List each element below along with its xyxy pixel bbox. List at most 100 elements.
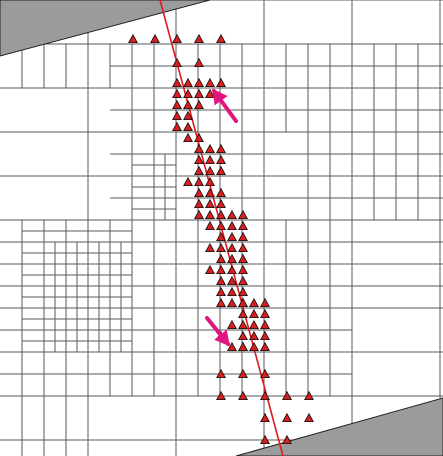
triangle-marker <box>194 209 204 220</box>
triangle-marker <box>238 209 248 220</box>
triangle-marker <box>205 187 215 198</box>
triangle-marker <box>172 88 182 99</box>
arrow-upper <box>212 88 238 123</box>
triangle-marker <box>227 231 237 242</box>
triangle-marker <box>238 319 248 330</box>
triangle-marker <box>304 390 314 401</box>
triangle-marker <box>227 286 237 297</box>
triangle-marker <box>205 209 215 220</box>
triangle-marker <box>172 99 182 110</box>
triangle-marker <box>194 198 204 209</box>
triangle-marker <box>194 143 204 154</box>
triangle-marker <box>238 242 248 253</box>
triangle-marker <box>205 77 215 88</box>
triangle-marker <box>216 368 226 379</box>
triangle-marker <box>216 253 226 264</box>
triangle-marker <box>216 198 226 209</box>
triangle-marker <box>260 368 270 379</box>
triangle-marker <box>249 297 259 308</box>
triangle-marker <box>172 33 182 44</box>
arrow-head <box>212 88 228 106</box>
triangle-marker <box>172 77 182 88</box>
triangle-marker <box>238 368 248 379</box>
triangle-marker <box>238 330 248 341</box>
triangle-marker <box>172 110 182 121</box>
triangle-marker <box>238 220 248 231</box>
triangle-marker <box>216 242 226 253</box>
triangle-marker <box>249 319 259 330</box>
triangle-marker <box>238 308 248 319</box>
triangle-marker <box>282 390 292 401</box>
triangle-marker <box>216 264 226 275</box>
triangle-marker <box>227 319 237 330</box>
triangle-marker <box>183 110 193 121</box>
triangle-marker <box>260 390 270 401</box>
triangle-marker <box>304 412 314 423</box>
triangle-marker <box>216 390 226 401</box>
triangle-marker <box>216 154 226 165</box>
triangle-marker <box>205 242 215 253</box>
triangle-marker <box>205 264 215 275</box>
triangle-marker <box>183 132 193 143</box>
triangle-marker <box>227 275 237 286</box>
triangle-marker <box>150 33 160 44</box>
triangle-marker <box>227 220 237 231</box>
triangle-markers <box>128 33 314 445</box>
triangle-marker <box>216 297 226 308</box>
triangle-marker <box>282 412 292 423</box>
triangle-marker <box>205 154 215 165</box>
triangle-marker <box>183 77 193 88</box>
triangle-marker <box>194 132 204 143</box>
triangle-marker <box>249 308 259 319</box>
triangle-marker <box>194 176 204 187</box>
triangle-marker <box>249 330 259 341</box>
triangle-marker <box>238 264 248 275</box>
triangle-marker <box>216 143 226 154</box>
triangle-marker <box>172 121 182 132</box>
triangle-marker <box>260 412 270 423</box>
triangle-marker <box>205 198 215 209</box>
triangle-marker <box>260 330 270 341</box>
triangle-marker <box>128 33 138 44</box>
triangle-marker <box>216 77 226 88</box>
triangle-marker <box>249 341 259 352</box>
triangle-marker <box>194 99 204 110</box>
triangle-marker <box>216 286 226 297</box>
triangle-marker <box>194 165 204 176</box>
triangle-marker <box>183 176 193 187</box>
triangle-marker <box>216 33 226 44</box>
triangle-marker <box>216 231 226 242</box>
triangle-marker <box>227 242 237 253</box>
triangle-marker <box>205 143 215 154</box>
triangle-marker <box>216 165 226 176</box>
triangle-marker <box>260 434 270 445</box>
triangle-marker <box>194 187 204 198</box>
triangle-marker <box>216 275 226 286</box>
arrow-head <box>214 329 230 347</box>
triangle-marker <box>227 209 237 220</box>
triangle-marker <box>260 297 270 308</box>
triangle-marker <box>260 319 270 330</box>
triangle-marker <box>227 341 237 352</box>
triangle-marker <box>216 209 226 220</box>
triangle-marker <box>205 220 215 231</box>
top-boundary-region <box>0 0 211 57</box>
triangle-marker <box>172 57 182 68</box>
triangle-marker <box>238 231 248 242</box>
triangle-marker <box>227 297 237 308</box>
triangle-marker <box>238 286 248 297</box>
triangle-marker <box>194 57 204 68</box>
triangle-marker <box>238 253 248 264</box>
triangle-marker <box>216 220 226 231</box>
triangle-marker <box>216 187 226 198</box>
triangle-marker <box>238 390 248 401</box>
annotation-arrows <box>205 88 238 347</box>
triangle-marker <box>238 341 248 352</box>
triangle-marker <box>194 154 204 165</box>
triangle-marker <box>194 33 204 44</box>
triangle-marker <box>183 88 193 99</box>
triangle-marker <box>260 308 270 319</box>
